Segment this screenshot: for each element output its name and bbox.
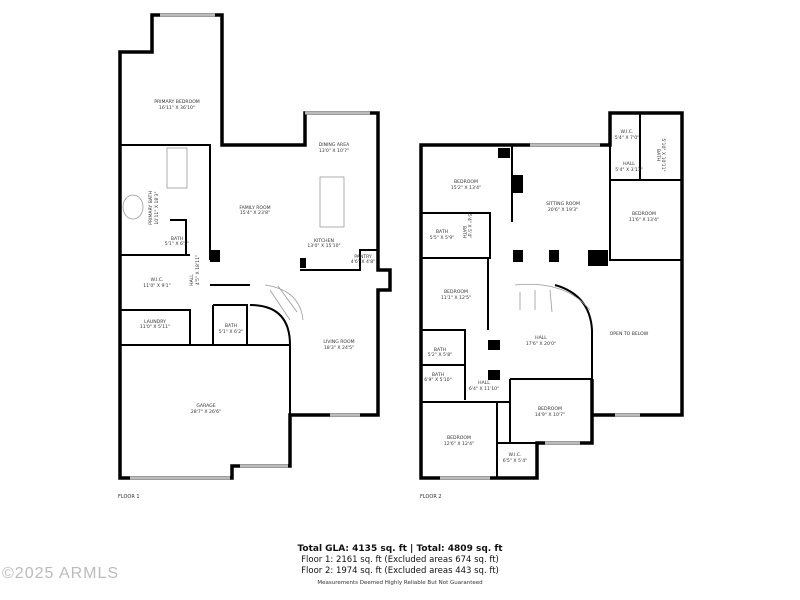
room-dims: 5'4" X 5'4" bbox=[466, 214, 472, 239]
floor2-walls bbox=[419, 111, 684, 480]
room-name: BATH bbox=[171, 236, 183, 242]
floor2-label: FLOOR 2 bbox=[420, 494, 442, 500]
room-name: BEDROOM bbox=[447, 435, 471, 441]
room-dims: 4'6" X 4'8" bbox=[351, 259, 376, 265]
room-name: BATH bbox=[655, 149, 661, 161]
room-dims: 5'2" X 5'8" bbox=[428, 352, 453, 358]
disclaimer: Measurements Deemed Highly Reliable But … bbox=[317, 580, 483, 586]
room-name: W.I.C. bbox=[509, 452, 522, 458]
room-name: BEDROOM bbox=[632, 211, 656, 217]
room-name: HALL bbox=[623, 161, 635, 167]
floor1-area: Floor 1: 2161 sq. ft (Excluded areas 674… bbox=[301, 555, 499, 565]
room-name: SITTING ROOM bbox=[546, 201, 580, 207]
room-name: PRIMARY BEDROOM bbox=[154, 99, 200, 105]
room-dims: 6'9" X 5'10" bbox=[424, 377, 451, 383]
room-name: BEDROOM bbox=[538, 406, 562, 412]
room-name: BATH bbox=[461, 226, 467, 238]
room-dims: 6'4" X 11'10" bbox=[469, 386, 499, 392]
room-dims: 11'6" X 13'4" bbox=[629, 217, 659, 223]
room-name: BATH bbox=[432, 372, 444, 378]
room-name: HALL bbox=[478, 380, 490, 386]
room-dims: 18'3" X 24'5" bbox=[324, 345, 354, 351]
floor1-label: FLOOR 1 bbox=[118, 494, 140, 500]
room-name: PANTRY bbox=[354, 254, 372, 260]
room-dims: 13'0" X 10'7" bbox=[319, 148, 349, 154]
room-name: W.I.C. bbox=[621, 129, 634, 135]
room-dims: 11'0" X 9'1" bbox=[143, 283, 170, 289]
room-dims: 16'11" X 36'10" bbox=[159, 105, 195, 111]
room-name: BEDROOM bbox=[454, 179, 478, 185]
room-dims: 6'5" X 5'4" bbox=[503, 458, 528, 464]
room-name: HALL bbox=[189, 274, 195, 286]
room-name: LAUNDRY bbox=[144, 319, 166, 325]
room-name: BEDROOM bbox=[444, 289, 468, 295]
room-name: BATH bbox=[436, 229, 448, 235]
room-name: HALL bbox=[535, 335, 547, 341]
room-dims: 11'1" X 12'5" bbox=[441, 295, 471, 301]
floor1-walls bbox=[118, 13, 392, 480]
room-name: FAMILY ROOM bbox=[239, 205, 270, 211]
room-dims: 5'10" X 10'11" bbox=[660, 138, 666, 171]
total-area: Total GLA: 4135 sq. ft | Total: 4809 sq.… bbox=[297, 544, 503, 554]
room-dims: 11'0" X 5'11" bbox=[140, 324, 170, 330]
room-dims: 5'4" X 7'0" bbox=[615, 135, 640, 141]
room-dims: 5'1" X 6'5" bbox=[165, 241, 190, 247]
room-dims: 28'7" X 26'6" bbox=[191, 409, 221, 415]
room-name: OPEN TO BELOW bbox=[610, 331, 649, 337]
room-dims: 15'4" X 23'8" bbox=[240, 210, 270, 216]
watermark: ©2025 ARMLS bbox=[2, 565, 120, 582]
room-dims: 5'1" X 6'2" bbox=[219, 329, 244, 335]
room-name: GARAGE bbox=[196, 403, 215, 409]
floor2-labels: BEDROOM 15'2" X 13'4" SITTING ROOM 20'6"… bbox=[420, 129, 666, 500]
floor2-area: Floor 2: 1974 sq. ft (Excluded areas 443… bbox=[301, 566, 499, 576]
room-dims: 15'2" X 13'4" bbox=[451, 185, 481, 191]
room-dims: 14'9" X 10'7" bbox=[535, 412, 565, 418]
room-dims: 5'4" X 3'11" bbox=[615, 167, 642, 173]
room-name: BATH bbox=[225, 323, 237, 329]
room-name: DINING AREA bbox=[319, 142, 350, 148]
room-dims: 20'6" X 19'3" bbox=[548, 207, 578, 213]
room-name: PRIMARY BATH bbox=[148, 191, 154, 225]
room-dims: 5'5" X 5'9" bbox=[430, 235, 455, 241]
room-name: BATH bbox=[434, 347, 446, 353]
floor1-labels: PRIMARY BEDROOM 16'11" X 36'10" PRIMARY … bbox=[118, 99, 375, 500]
room-name: KITCHEN bbox=[314, 238, 334, 244]
room-dims: 17'6" X 20'0" bbox=[526, 341, 556, 347]
room-dims: 10'11" X 18'3" bbox=[154, 191, 160, 224]
room-name: LIVING ROOM bbox=[323, 339, 354, 345]
room-dims: 12'6" X 12'4" bbox=[444, 441, 474, 447]
room-dims: 4'5" X 18'11" bbox=[195, 255, 201, 285]
room-dims: 13'0" X 15'10" bbox=[307, 243, 340, 249]
room-name: W.I.C. bbox=[151, 277, 164, 283]
